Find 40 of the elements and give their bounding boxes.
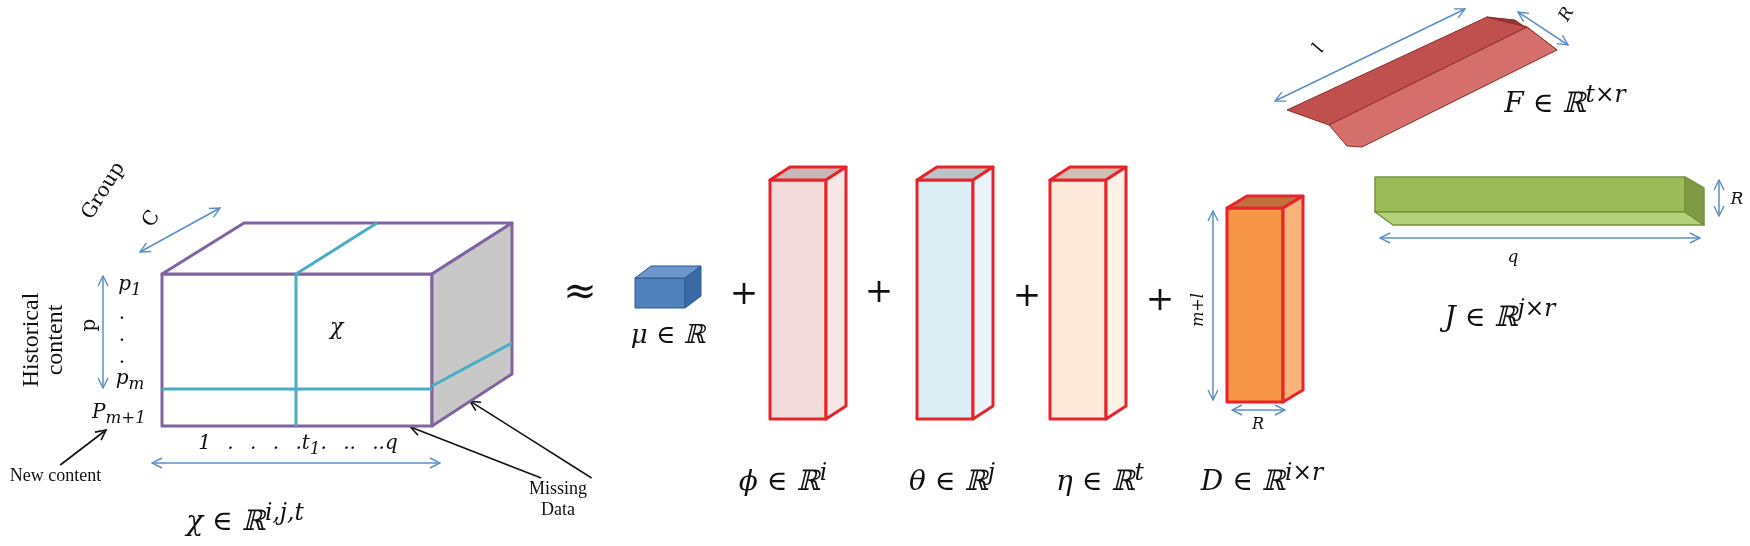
- row-label: p$_{m}$: [115, 367, 145, 393]
- dimension-label: R: [1730, 189, 1744, 207]
- row-label: P$_{m+1}$: [92, 400, 162, 430]
- annotation-text: New content: [8, 465, 103, 511]
- arrow: [469, 400, 593, 479]
- annotation-text: Missing Data: [516, 478, 600, 524]
- matrix-bar: [1227, 196, 1303, 402]
- dimension-label: l: [1308, 41, 1328, 55]
- operator-symbol: +: [1012, 277, 1042, 311]
- math-formula: μ ∈ ℝ: [630, 320, 706, 349]
- dimension-label: p: [78, 318, 98, 332]
- axis-label: Historical content: [18, 291, 66, 390]
- scalar-cube: [635, 266, 701, 308]
- math-formula: χ ∈ ℝ$^{i,j,t}$: [186, 500, 304, 538]
- ellipsis-dot: .: [118, 346, 126, 366]
- operator-symbol: ≈: [563, 270, 597, 310]
- math-formula: D ∈ ℝ$^{i×r}$: [1200, 460, 1324, 498]
- ellipsis-dot: .: [118, 302, 126, 322]
- operator-symbol: +: [729, 275, 759, 309]
- vector-bar: [1050, 167, 1126, 419]
- math-formula: ϕ ∈ ℝ$^{i}$: [738, 460, 828, 498]
- math-formula: F ∈ ℝ$^{t×r}$: [1504, 82, 1626, 120]
- dimension-label: R: [1555, 4, 1577, 24]
- tensor-symbol: χ: [330, 315, 344, 340]
- matrix-bar: [1375, 177, 1705, 225]
- axis-label: C: [137, 206, 163, 230]
- operator-symbol: +: [864, 273, 894, 307]
- operator-symbol: +: [1145, 281, 1175, 315]
- row-label: p$_{1}$: [118, 273, 142, 299]
- dimension-label: q: [1507, 247, 1519, 265]
- vector-bar: [770, 167, 846, 419]
- arrow: [59, 429, 107, 466]
- vector-bar: [917, 167, 993, 419]
- ellipsis-dot: .: [118, 324, 126, 344]
- dimension-label: R: [1252, 416, 1264, 432]
- column-index-label: 1 . . . .t$_{1}$. .. ..q: [198, 432, 398, 458]
- math-formula: θ ∈ ℝ$^{j}$: [909, 460, 995, 498]
- dimension-label: m+l: [1190, 293, 1206, 327]
- math-formula: η ∈ ℝ$^{t}$: [1056, 460, 1144, 498]
- matrix-bar: [1287, 17, 1558, 148]
